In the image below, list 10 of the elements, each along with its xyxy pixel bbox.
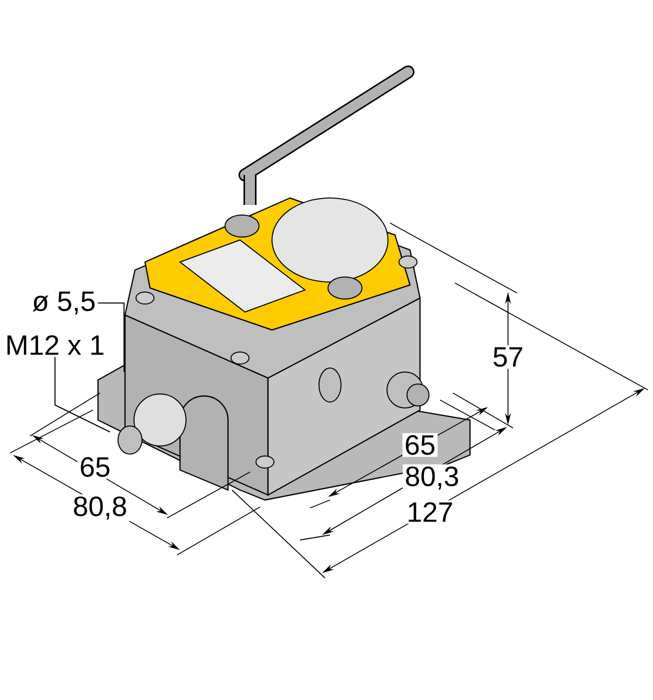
dimension-label: 57 xyxy=(490,345,526,369)
dimension-label: 65 xyxy=(77,455,113,479)
dimension-label: 80,8 xyxy=(70,494,130,522)
dimension-label: 127 xyxy=(404,500,456,524)
leader-line xyxy=(54,356,110,432)
callout-text: ø 5,5 xyxy=(32,292,95,314)
callout-text: M12 x 1 xyxy=(8,335,104,355)
leader-line xyxy=(98,302,124,372)
dimension-label: 65 xyxy=(402,433,438,457)
dimension-label: 80,3 xyxy=(402,464,462,492)
